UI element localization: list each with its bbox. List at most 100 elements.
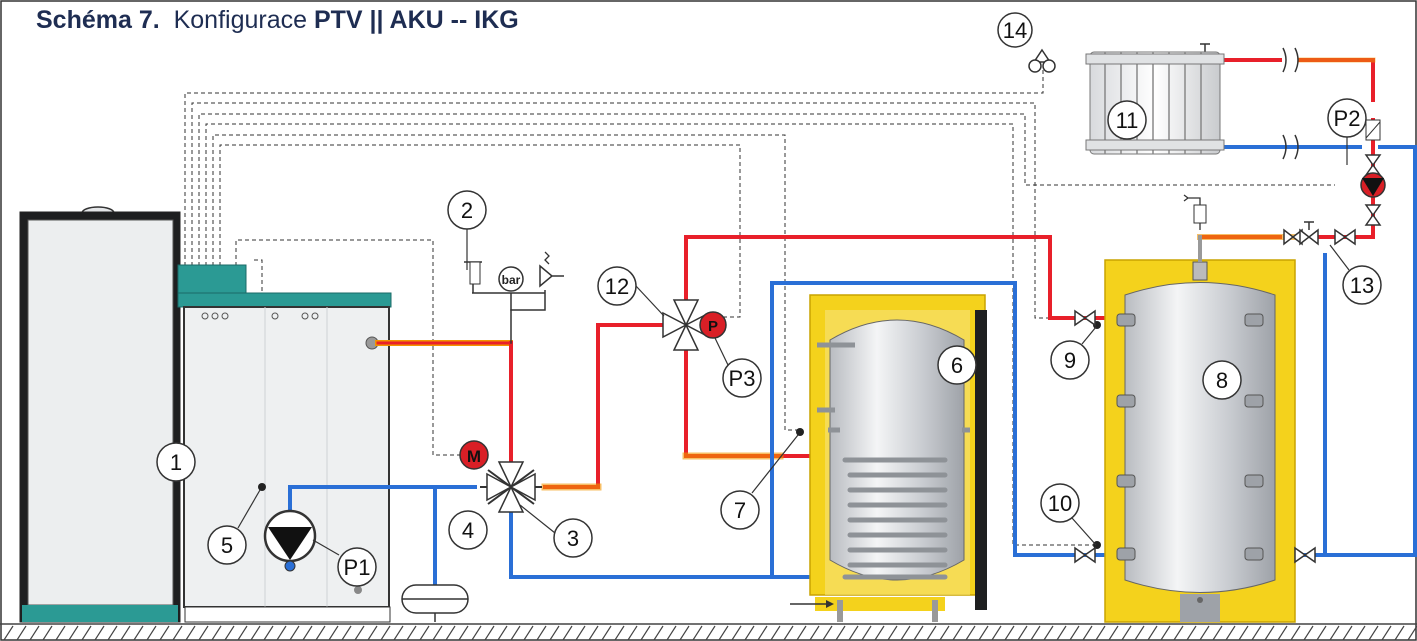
floor-hatch-line: [367, 625, 378, 641]
label-12: 12: [605, 274, 629, 299]
safety-group: bar: [464, 251, 564, 311]
floor-hatch-line: [1342, 625, 1353, 641]
floor-hatch-line: [1030, 625, 1041, 641]
floor: [0, 623, 1417, 641]
callout-leaders: [237, 137, 1350, 556]
floor-hatch-line: [926, 625, 937, 641]
floor-hatch-line: [94, 625, 105, 641]
floor-hatch-line: [731, 625, 742, 641]
pump-icon: [263, 509, 317, 572]
floor-hatch-line: [835, 625, 846, 641]
boiler-hopper: [19, 206, 181, 623]
floor-hatch-line: [68, 625, 79, 641]
floor-hatch-line: [939, 625, 950, 641]
floor-hatch-line: [1290, 625, 1301, 641]
label-4: 4: [462, 518, 474, 543]
floor-hatch-line: [198, 625, 209, 641]
pump-p2-icon: [1360, 119, 1386, 198]
floor-hatch-line: [1264, 625, 1275, 641]
label-10: 10: [1048, 491, 1072, 516]
floor-hatch-line: [146, 625, 157, 641]
floor-hatch-line: [172, 625, 183, 641]
label-9: 9: [1064, 348, 1076, 373]
floor-hatch-line: [848, 625, 859, 641]
floor-hatch-line: [55, 625, 66, 641]
floor-hatch-line: [1134, 625, 1145, 641]
floor-hatch-line: [562, 625, 573, 641]
label-p2: P2: [1334, 106, 1361, 131]
floor-hatch-line: [536, 625, 547, 641]
floor-hatch-line: [354, 625, 365, 641]
floor-hatch-line: [1381, 625, 1392, 641]
floor-hatch-line: [510, 625, 521, 641]
floor-hatch-line: [341, 625, 352, 641]
floor-hatch-line: [1186, 625, 1197, 641]
floor-hatch-line: [900, 625, 911, 641]
mixing-valve: M: [459, 440, 542, 513]
floor-hatch-line: [159, 625, 170, 641]
floor-hatch-line: [120, 625, 131, 641]
floor-hatch-line: [666, 625, 677, 641]
floor-hatch-line: [1316, 625, 1327, 641]
floor-hatch-line: [1225, 625, 1236, 641]
pipe-breaks: [1282, 47, 1299, 160]
floor-hatch-line: [822, 625, 833, 641]
pressure-gauge-label: bar: [502, 273, 521, 287]
floor-hatch-line: [276, 625, 287, 641]
floor-hatch-line: [445, 625, 456, 641]
floor-hatch-line: [588, 625, 599, 641]
floor-hatch-line: [614, 625, 625, 641]
floor-hatch-line: [1277, 625, 1288, 641]
floor-hatch-line: [978, 625, 989, 641]
label-p1: P1: [344, 555, 371, 580]
title-config: PTV || AKU -- IKG: [313, 6, 519, 34]
floor-hatch-line: [1394, 625, 1405, 641]
floor-hatch-line: [640, 625, 651, 641]
floor-hatch-line: [1056, 625, 1067, 641]
floor-hatch-line: [1303, 625, 1314, 641]
floor-hatch-line: [29, 625, 40, 641]
floor-hatch-line: [861, 625, 872, 641]
floor-hatch-line: [1199, 625, 1210, 641]
floor-hatch-line: [991, 625, 1002, 641]
motor-label: M: [467, 447, 481, 466]
expansion-vessel-icon: [401, 584, 469, 622]
floor-hatch-line: [874, 625, 885, 641]
floor-hatch-line: [1017, 625, 1028, 641]
floor-hatch-line: [1251, 625, 1262, 641]
floor-hatch-line: [302, 625, 313, 641]
floor-hatch-line: [406, 625, 417, 641]
floor-hatch-line: [692, 625, 703, 641]
floor-hatch-line: [1173, 625, 1184, 641]
safety-valve-icon: [539, 264, 564, 288]
floor-hatch-line: [1329, 625, 1340, 641]
floor-hatch-line: [393, 625, 404, 641]
accumulation-tank: [1093, 194, 1296, 623]
floor-hatch-line: [263, 625, 274, 641]
floor-hatch-line: [718, 625, 729, 641]
floor-hatch-line: [965, 625, 976, 641]
floor-hatch-line: [1121, 625, 1132, 641]
label-3: 3: [567, 526, 579, 551]
floor-hatch-line: [1108, 625, 1119, 641]
floor-hatch-line: [1004, 625, 1015, 641]
floor-hatch-line: [705, 625, 716, 641]
floor-hatch-line: [653, 625, 664, 641]
label-8: 8: [1216, 368, 1228, 393]
floor-hatch-line: [484, 625, 495, 641]
floor-hatch-line: [432, 625, 443, 641]
sensor-5: [258, 483, 266, 491]
page-title: Schéma 7. Konfigurace PTV || AKU -- IKG: [36, 6, 519, 35]
thermostat-icon: [1028, 48, 1056, 73]
floor-hatch-line: [1069, 625, 1080, 641]
label-7: 7: [734, 498, 746, 523]
floor-hatch-line: [601, 625, 612, 641]
floor-hatch-line: [1043, 625, 1054, 641]
callout-texts: 14 2 12 P2 11 6 8 P3 9 1 10 4 5 3 7 P1 1…: [170, 18, 1374, 580]
floor-hatch-line: [497, 625, 508, 641]
floor-hatch-line: [887, 625, 898, 641]
label-2: 2: [461, 198, 473, 223]
label-11: 11: [1116, 108, 1139, 133]
label-13: 13: [1350, 273, 1374, 298]
